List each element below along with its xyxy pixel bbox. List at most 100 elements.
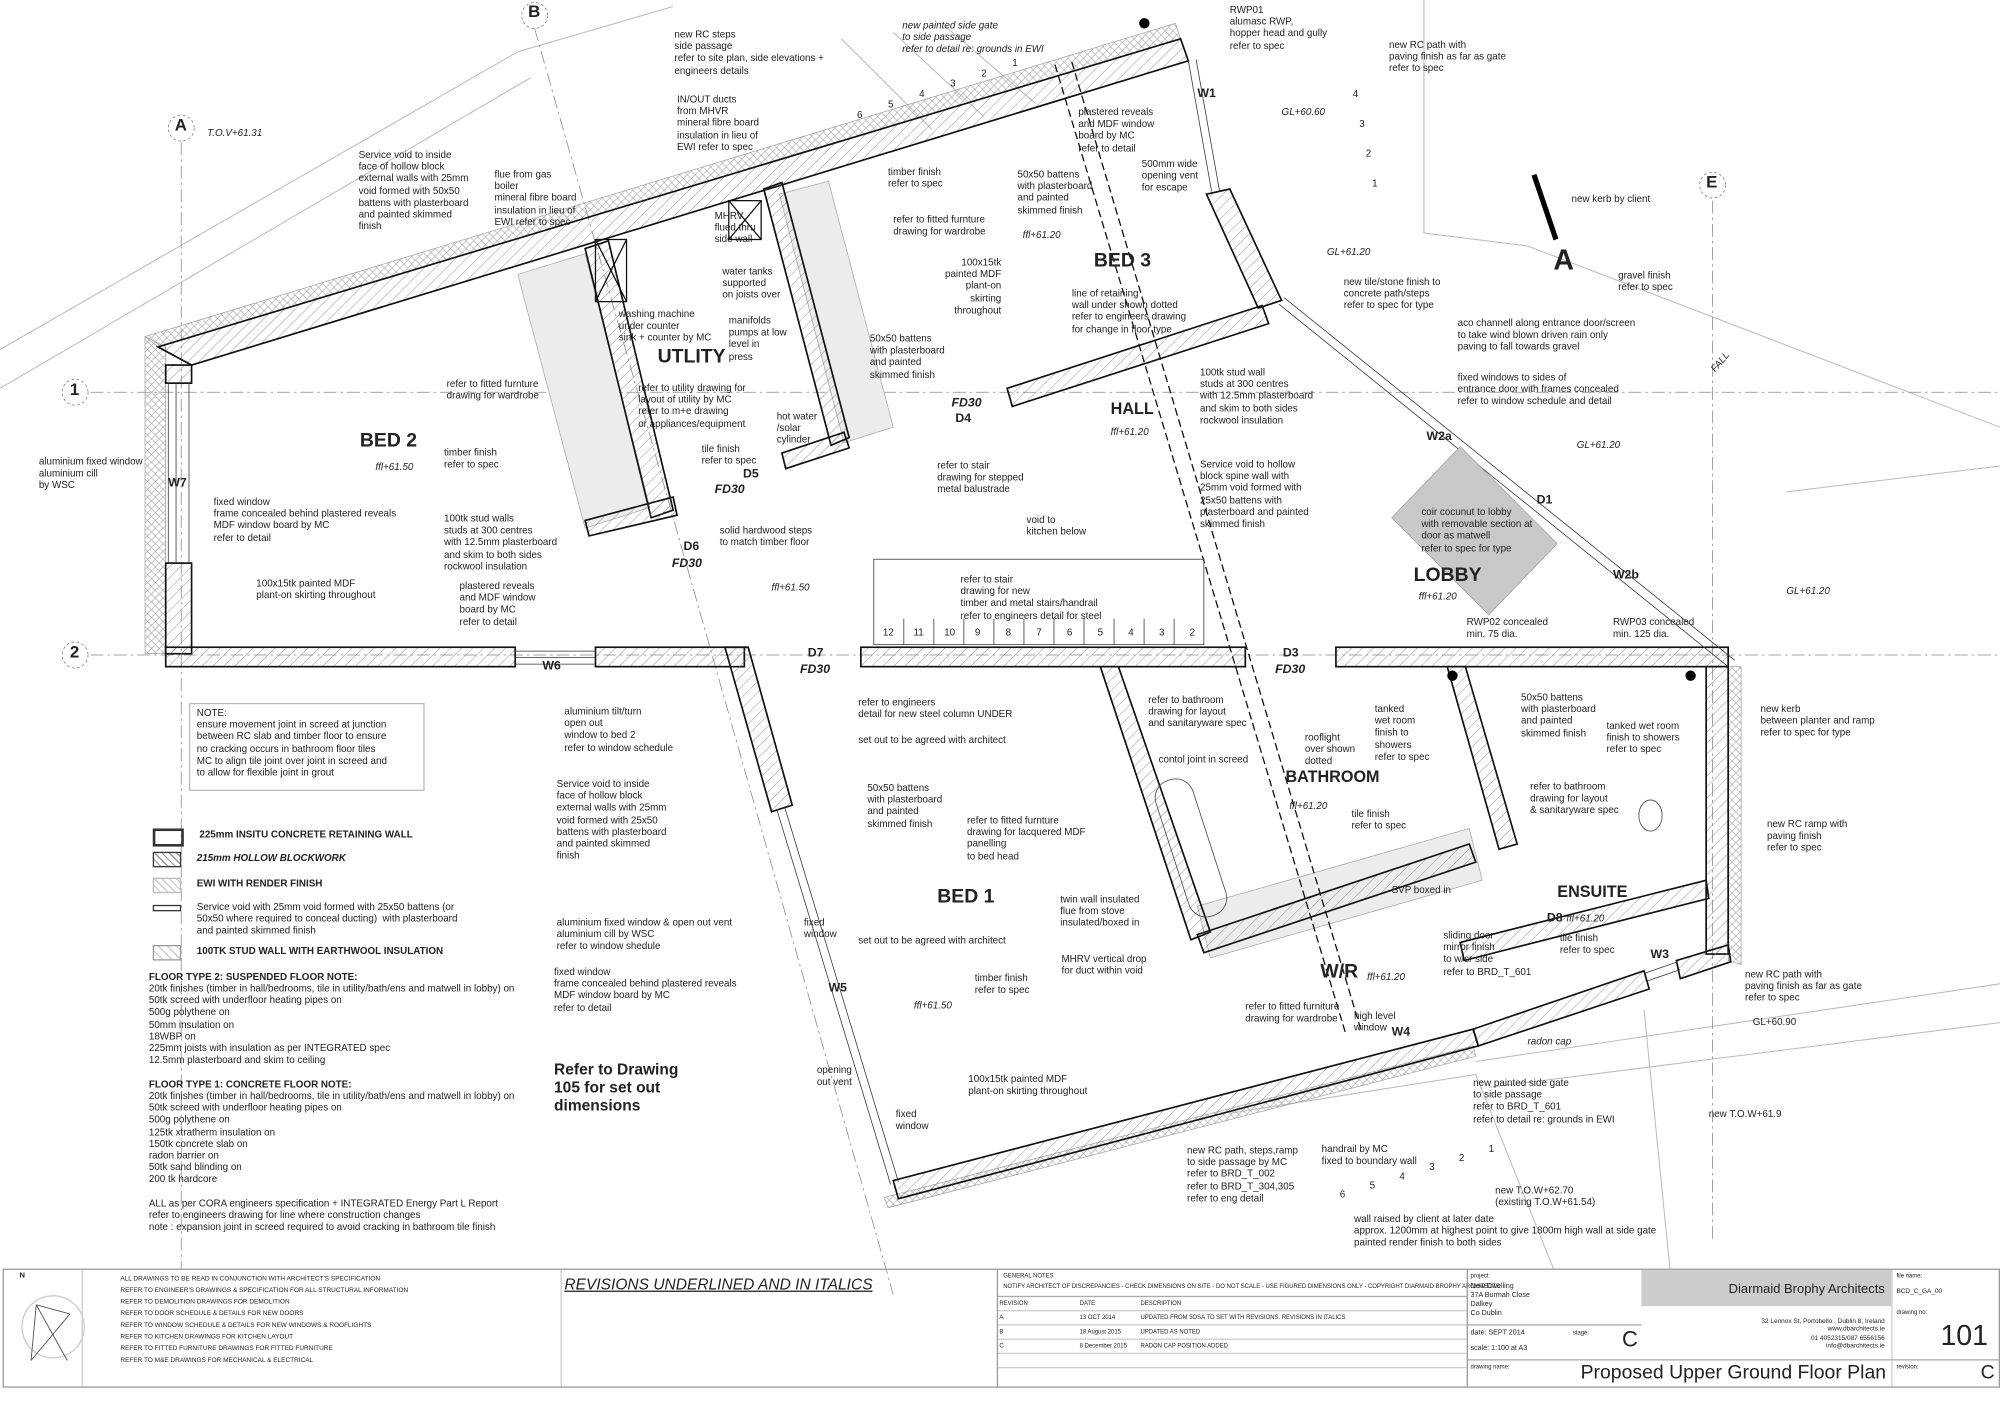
annotation-w1: W1 [1197,86,1216,101]
retaining-wall-dotted [1054,61,1363,1036]
drawing-date: date: SEPT 2014 [1470,1329,1525,1338]
annotation-reveals-b2: plastered reveals and MDF window board b… [459,579,536,628]
annotation-ffl-lobby: ffl+61.20 [1418,590,1457,602]
annotation-d7-fd: FD30 [800,662,831,678]
rev-desc: UPDATED AS NOTED [1140,1328,1201,1335]
annotation-skirting-b2: 100x15tk painted MDF plant-on skirting t… [256,577,376,601]
annotation-d6: D6 [683,539,700,555]
annotation-rc-path-right: new RC path with paving finish as far as… [1744,968,1862,1004]
step-number: 1 [1488,1143,1495,1155]
rwp-marker [1685,670,1696,681]
walls [155,37,1732,1200]
floor-notes-footer: ALL as per CORA engineers specification … [148,1197,498,1233]
revisions-heading: REVISIONS UNDERLINED AND IN ITALICS [564,1275,873,1294]
rev-date: 13 OCT 2014 [1079,1313,1116,1321]
step-number: 4 [1399,1170,1405,1182]
firm-address: 32 Lennox St, Portobello , Dublin 8, Ire… [1761,1317,1885,1351]
annotation-wr: W/R [1320,960,1359,983]
rev-desc: RADON CAP POSITION ADDED [1140,1342,1228,1349]
annotation-hot-water: hot water /solar cylinder [776,410,818,446]
annotation-service-spine: Service void to hollow block spine wall … [1200,458,1309,530]
rev-id: A [999,1313,1004,1321]
annotation-timber-b1: timber finish refer to spec [974,972,1030,996]
annotation-ffl-land: ffl+61.50 [771,581,810,593]
annotation-tanked-ens: tanked wet room finish to showers refer … [1606,719,1680,756]
annotation-d1: D1 [1536,493,1553,508]
annotation-d5: D5 [743,467,759,482]
north-label: N [19,1272,26,1281]
annotation-kerb-client: new kerb by client [1571,192,1651,205]
north-arrow-icon [21,1295,85,1361]
annotation-tanked: tanked wet room finish to showers refer … [1374,702,1430,763]
drawing-number: 101 [1940,1319,1988,1352]
legend-ewi-swatch [152,877,182,894]
annotation-battens-hall: 50x50 battens with plasterboard and pain… [869,332,945,381]
step-number: 1 [1372,177,1378,189]
rev-header: DATE [1079,1299,1096,1306]
annotation-w3: W3 [1650,947,1669,962]
floor-type2-title: FLOOR TYPE 2: SUSPENDED FLOOR NOTE: [148,970,358,983]
reference-note: REFER TO DOOR SCHEDULE & DETAILS FOR NEW… [120,1310,304,1318]
annotation-gl6120a: GL+61.20 [1326,245,1371,258]
reference-note: ALL DRAWINGS TO BE READ IN CONJUNCTION W… [120,1275,381,1283]
annotation-ffl-b3: ffl+61.20 [1022,229,1061,241]
reference-note: REFER TO WINDOW SCHEDULE & DETAILS FOR N… [120,1321,372,1330]
annotation-alu-fixed-w7: aluminium fixed window aluminium cill by… [38,455,143,492]
annotation-d3: D3 [1282,645,1299,661]
annotation-w2b: W2b [1612,568,1639,583]
step-number: 5 [888,98,894,111]
annotation-ffl-wr: ffl+61.20 [1366,970,1405,983]
step-number: 12 [882,626,894,639]
annotation-mhrv-flued: MHRV flued thru side wall [714,209,756,246]
annotation-service-void-top: Service void to inside face of hollow bl… [358,148,469,232]
annotation-rwp02: RWP02 concealed min. 75 dia. [1466,616,1548,640]
grid-label-2: 2 [69,642,80,662]
rev-desc: UPDATED FROM 5OSA TO SET WITH REVISIONS.… [1140,1313,1346,1321]
step-number: 1 [1012,56,1018,69]
annotation-wardrobe-b3: refer to fitted furnture drawing for war… [893,213,986,238]
annotation-battens-b3: 50x50 battens with plasterboard and pain… [1017,168,1093,216]
title-block: N ALL DRAWINGS TO BE READ IN CONJUNCTION… [2,1268,2000,1388]
annotation-rooflight: rooflight over shown dotted [1304,731,1356,767]
step-number: 6 [1066,626,1073,639]
annotation-bathroom: BATHROOM [1285,767,1380,786]
annotation-rc-path-steps: new RC path, steps,ramp to side passage … [1187,1144,1298,1204]
annotation-wardrobe-b2: refer to fitted furnture drawing for war… [446,377,539,402]
annotation-d3-fd: FD30 [1275,662,1306,678]
annotation-twin-flue: twin wall insulated flue from stove insu… [1060,893,1140,929]
grid-label-a: A [174,115,187,135]
annotation-ffl-bath: ffl+61.20 [1289,800,1328,812]
annotation-coir: coir cocunut to lobby with removable sec… [1421,506,1533,554]
rev-date: 8 December 2015 [1079,1342,1127,1349]
annotation-bed2: BED 2 [359,429,418,452]
step-number: 11 [913,626,924,639]
legend-stud-swatch [152,944,182,961]
step-number: 5 [1097,626,1104,639]
legend-label: 225mm INSITU CONCRETE RETAINING WALL [199,828,413,841]
annotation-gl6120b: GL+61.20 [1576,438,1621,451]
annotation-setout1: set out to be agreed with architect [858,733,1006,746]
rev-id: B [999,1328,1004,1335]
annotation-lobby: LOBBY [1413,564,1482,587]
annotation-battens-ens: 50x50 battens with plasterboard and pain… [1521,691,1596,739]
annotation-refer-105: Refer to Drawing 105 for set out dimensi… [554,1060,679,1115]
drawing-name: Proposed Upper Ground Floor Plan [1580,1361,1887,1384]
annotation-rwp03: RWP03 concealed min. 125 dia. [1612,616,1695,640]
step-number: 3 [1158,626,1165,639]
annotation-stair-balustrade: refer to stair drawing for stepped metal… [937,459,1024,496]
annotation-d4-fd: FD30 [951,396,982,411]
annotation-tow6270: new T.O.W+62.70 (existing T.O.W+61.54) [1495,1184,1596,1209]
section-label-a: A [1553,243,1574,276]
step-number: 5 [1369,1179,1376,1191]
annotation-high-window: high level window [1354,1009,1396,1034]
step-number: 10 [944,626,956,639]
annotation-setout2: set out to be agreed with architect [858,934,1006,947]
annotation-fixed-window-a: fixed window [803,916,837,941]
step-number: 4 [1128,626,1134,639]
annotation-w4: W4 [1391,1025,1411,1040]
annotation-fixed-windows-entrance: fixed windows to sides of entrance door … [1457,371,1619,407]
annotation-aco: aco channell along entrance door/screen … [1457,317,1636,353]
rwp-marker [1447,670,1458,681]
annotation-lacquered: refer to fitted furnture drawing for lac… [966,814,1086,862]
annotation-tile-stone: new tile/stone finish to concrete path/s… [1343,275,1441,312]
